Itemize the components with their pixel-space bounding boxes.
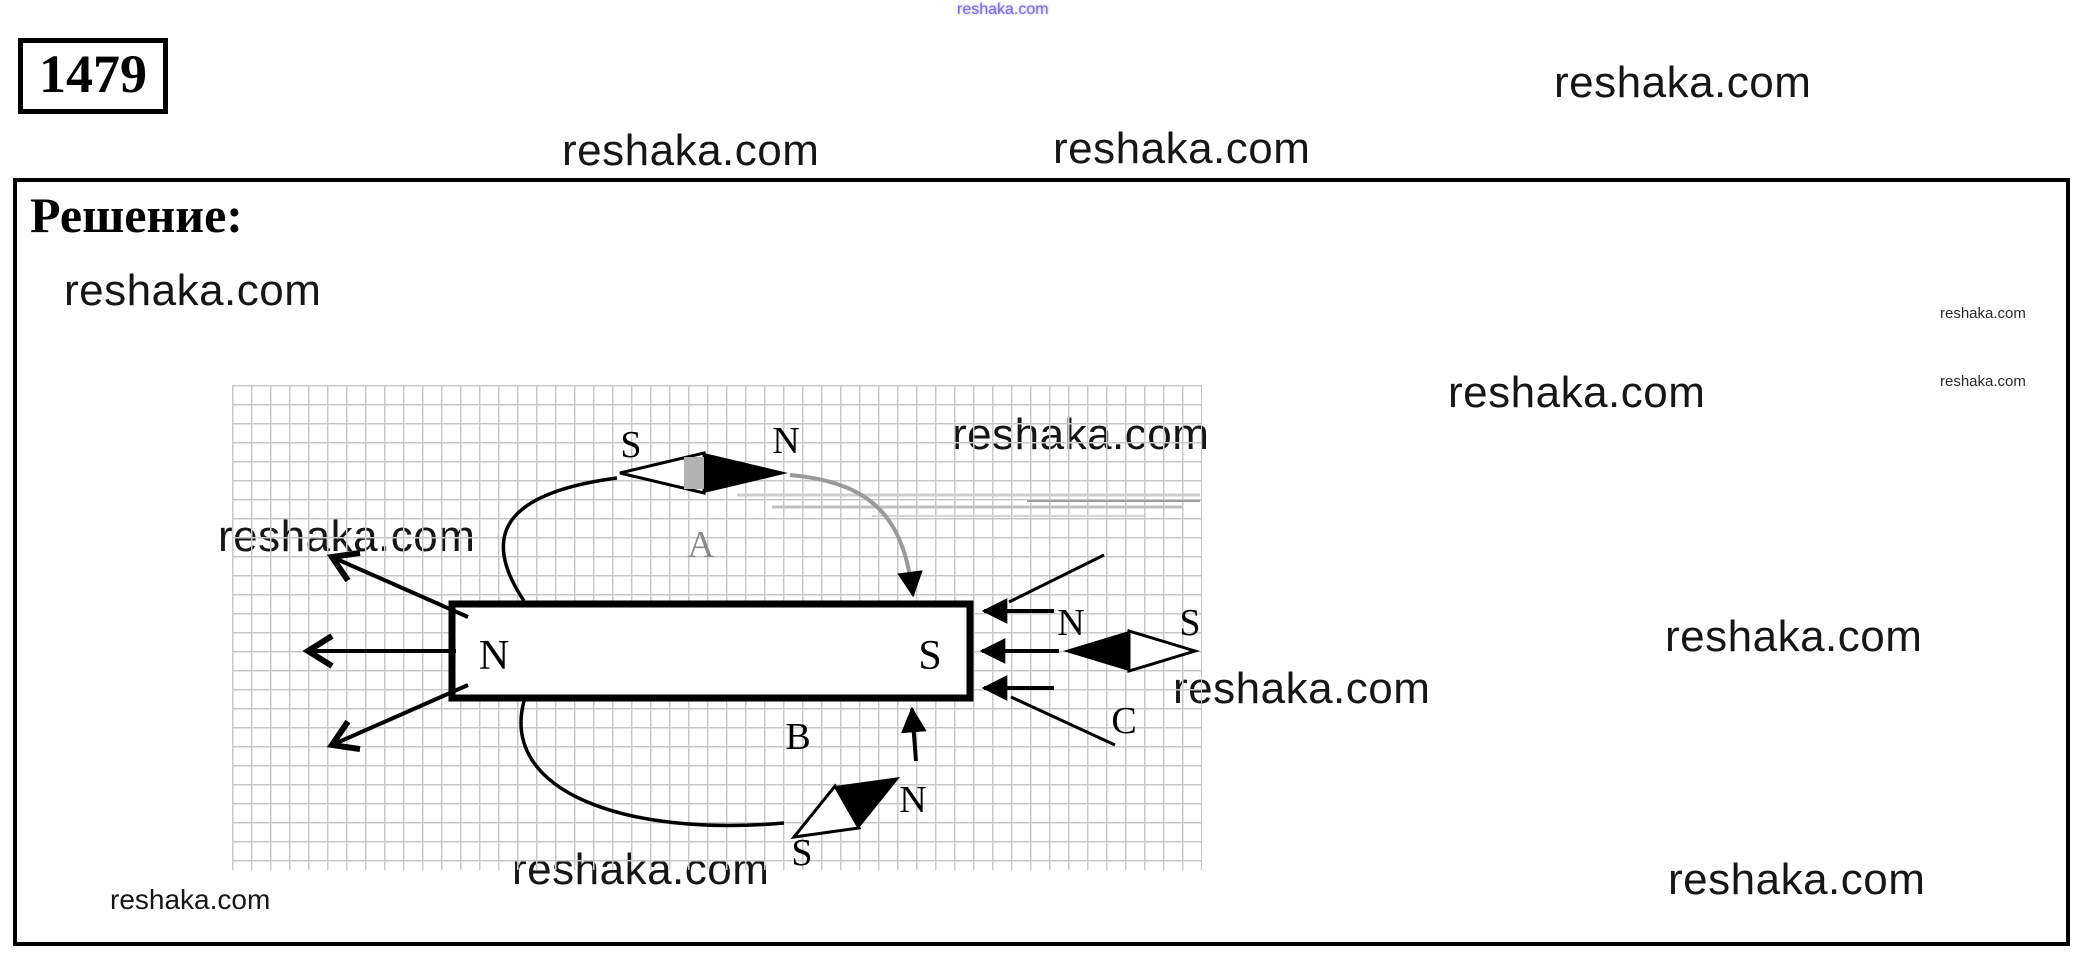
- watermark-top-right: reshaka.com: [1554, 58, 1812, 107]
- compass-a-s-label: S: [620, 424, 641, 466]
- compass-b-n-label: N: [899, 779, 926, 821]
- compass-c-name-label: C: [1111, 700, 1136, 742]
- compass-a-north-half: [704, 453, 788, 493]
- watermark-top-center: reshaka.com: [957, 1, 1049, 18]
- field-line-top-right-arrow: [789, 473, 923, 598]
- compass-c-s-label: S: [1179, 602, 1200, 644]
- field-line-diag-upper: [1008, 553, 1105, 604]
- compass-b-name-label: B: [785, 716, 810, 758]
- watermark-right-mid: reshaka.com: [1665, 612, 1923, 661]
- compass-b-north-half: [835, 777, 900, 828]
- watermark-mid-right-upper: reshaka.com: [1448, 368, 1706, 417]
- field-diagram: N S S N A B: [302, 420, 1201, 870]
- field-arrow-b-up: [900, 706, 927, 762]
- watermark-inside-left: reshaka.com: [64, 266, 322, 315]
- magnet-north-label: N: [479, 633, 509, 679]
- watermark-center-inside: reshaka.com: [1173, 664, 1431, 713]
- compass-c-north-half: [1063, 631, 1129, 671]
- watermark-right-tiny-1: reshaka.com: [1940, 305, 2026, 322]
- bar-magnet: [448, 600, 974, 702]
- compass-needle-a: S N A: [619, 420, 800, 566]
- north-pole-arrows: [302, 549, 469, 753]
- problem-number: 1479: [39, 44, 147, 104]
- field-arrow-left-up: [326, 549, 469, 619]
- compass-a-n-label: N: [772, 420, 799, 462]
- compass-needle-c: N S C: [1057, 602, 1200, 742]
- compass-b-s-label: S: [791, 832, 812, 870]
- field-line-diag-lower: [1010, 695, 1116, 747]
- watermark-bottom-left: reshaka.com: [110, 884, 271, 915]
- problem-number-box: 1479: [18, 38, 168, 114]
- watermark-upper-center-2: reshaka.com: [1053, 124, 1311, 173]
- field-arrow-left-down: [326, 683, 469, 753]
- scan-streaks: [737, 493, 1200, 517]
- compass-a-name-label: A: [687, 524, 715, 566]
- field-line-top-left: [501, 476, 618, 602]
- compass-a-gray-band: [684, 457, 704, 489]
- watermark-right-tiny-2: reshaka.com: [1940, 373, 2026, 390]
- magnet-south-label: S: [918, 633, 941, 679]
- solution-title: Решение:: [30, 187, 243, 243]
- compass-c-n-label: N: [1057, 602, 1084, 644]
- watermark-bottom-right: reshaka.com: [1668, 855, 1926, 904]
- watermark-upper-center-1: reshaka.com: [562, 126, 820, 175]
- compass-needle-b: B N S: [785, 716, 926, 870]
- field-line-bottom: [519, 700, 785, 828]
- south-pole-arrows: [979, 553, 1116, 747]
